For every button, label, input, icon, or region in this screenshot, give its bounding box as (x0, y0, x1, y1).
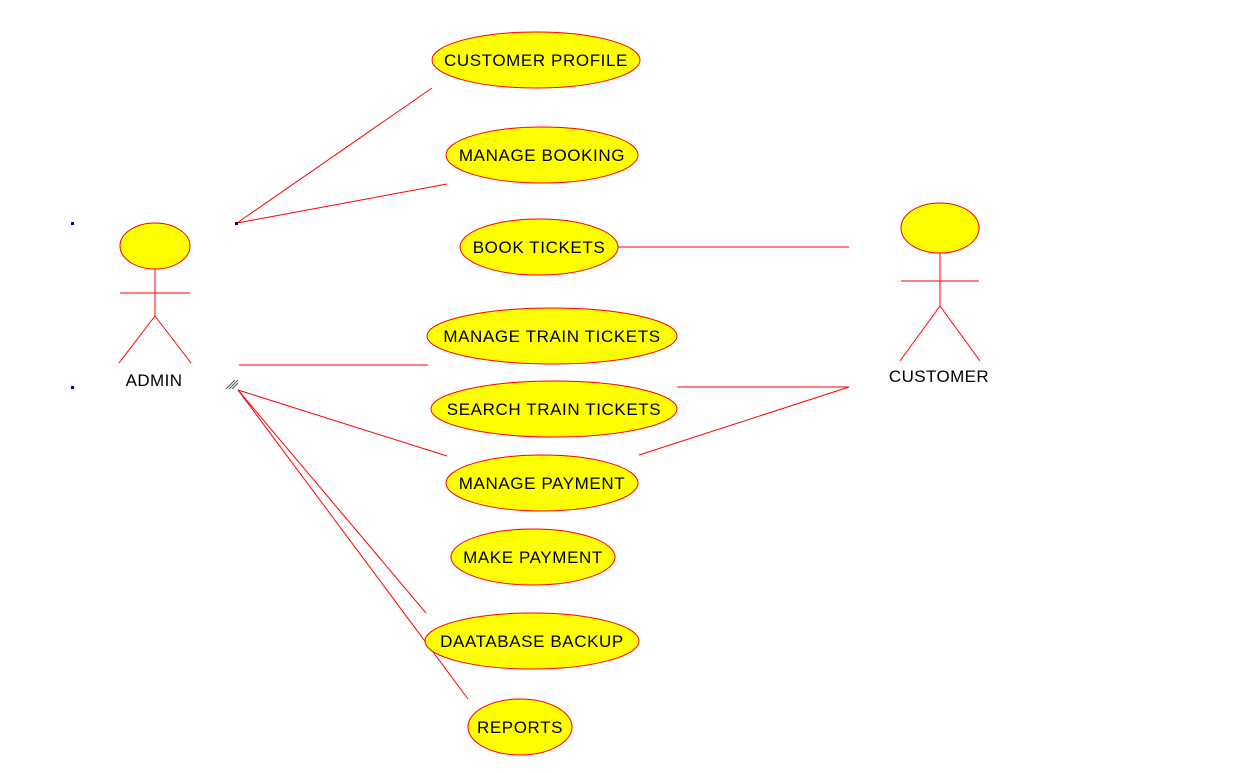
assoc-admin-manage-booking[interactable] (236, 183, 448, 224)
actor-customer-label: CUSTOMER (889, 367, 989, 386)
use-case-label: SEARCH TRAIN TICKETS (447, 400, 661, 419)
use-case-label: MANAGE PAYMENT (459, 474, 625, 493)
use-case-manage-train-tickets[interactable]: MANAGE TRAIN TICKETS (426, 307, 678, 365)
resize-grip-icon[interactable] (225, 379, 239, 390)
assoc-admin-database-backup[interactable] (237, 389, 427, 614)
use-case-label: REPORTS (477, 718, 563, 737)
actor-admin[interactable]: ADMIN (118, 222, 192, 390)
use-case-database-backup[interactable]: DAATABASE BACKUP (424, 612, 640, 670)
use-case-make-payment[interactable]: MAKE PAYMENT (450, 528, 616, 586)
use-case-search-train-tickets[interactable]: SEARCH TRAIN TICKETS (430, 380, 678, 438)
stick-figure-icon (118, 222, 192, 364)
selection-handle[interactable] (71, 222, 74, 225)
actor-customer[interactable]: CUSTOMER (889, 202, 989, 386)
stick-figure-icon (899, 202, 981, 362)
assoc-admin-manage-payment[interactable] (237, 389, 448, 457)
use-case-label: MAKE PAYMENT (463, 548, 603, 567)
use-case-label: CUSTOMER PROFILE (444, 51, 628, 70)
use-case-reports[interactable]: REPORTS (467, 698, 573, 756)
use-case-label: DAATABASE BACKUP (440, 632, 624, 651)
use-case-customer-profile[interactable]: CUSTOMER PROFILE (431, 31, 641, 89)
use-case-manage-booking[interactable]: MANAGE BOOKING (445, 126, 639, 184)
use-case-book-tickets[interactable]: BOOK TICKETS (459, 218, 619, 276)
actor-admin-label: ADMIN (126, 371, 183, 390)
use-case-label: MANAGE TRAIN TICKETS (443, 327, 660, 346)
assoc-customer-manage-payment[interactable] (638, 386, 850, 456)
selection-handle[interactable] (71, 386, 74, 389)
selection-handle[interactable] (235, 222, 238, 225)
use-case-manage-payment[interactable]: MANAGE PAYMENT (445, 454, 639, 512)
assoc-admin-customer-profile[interactable] (236, 87, 433, 224)
use-case-label: BOOK TICKETS (473, 238, 606, 257)
use-case-label: MANAGE BOOKING (459, 146, 625, 165)
